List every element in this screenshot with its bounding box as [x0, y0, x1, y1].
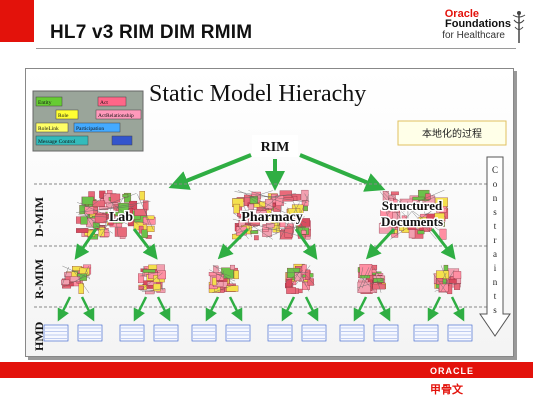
model-thumbnail [432, 264, 462, 295]
svg-text:i: i [494, 263, 497, 273]
rim-node: RIM [252, 135, 298, 157]
dmim-to-rmim-arrow [132, 228, 158, 260]
rmim-to-hmd-arrow [228, 296, 243, 322]
rmim-to-hmd-arrow [205, 296, 220, 322]
dmim-thumbnails [75, 189, 449, 241]
hmd-table [77, 324, 103, 342]
model-thumbnail [357, 264, 386, 294]
logo-brand: Oracle [444, 8, 479, 20]
slide-title: HL7 v3 RIM DIM RMIM [50, 22, 253, 43]
rmim-to-hmd-arrow [281, 296, 296, 322]
dmim-to-rmim-arrow [74, 228, 98, 260]
model-thumbnail [75, 190, 156, 240]
svg-text:Role: Role [58, 113, 69, 119]
model-thumbnail [138, 264, 166, 295]
svg-text:a: a [493, 249, 497, 259]
legend-item: ActRelationship [95, 109, 142, 120]
hmd-table [447, 324, 473, 342]
legend-item: Entity [35, 96, 63, 107]
model-thumbnail [232, 189, 311, 241]
level-label-dmim: D-MIM [32, 197, 46, 237]
dmim-to-rmim-arrow [294, 228, 318, 260]
level-label-hmd: HMD [32, 321, 46, 351]
svg-text:Entity: Entity [38, 100, 52, 106]
svg-text:n: n [493, 277, 498, 287]
hmd-table [301, 324, 327, 342]
logo-line1: Foundations [445, 18, 511, 30]
hmd-table [153, 324, 179, 342]
rmim-hmd-layer [43, 227, 473, 342]
rmim-to-hmd-arrow [450, 296, 465, 322]
legend-item: RoleLink [35, 122, 69, 133]
callout-text: 本地化的过程 [422, 127, 482, 140]
legend-item [111, 135, 133, 146]
rmim-to-hmd-arrow [353, 296, 368, 322]
localization-callout: 本地化的过程 [397, 120, 507, 146]
svg-text:t: t [494, 221, 497, 231]
diagram-heading: Static Model Hierachy [149, 81, 366, 107]
svg-text:RoleLink: RoleLink [38, 126, 59, 132]
model-thumbnail [285, 263, 315, 294]
hmd-table [191, 324, 217, 342]
title-divider [36, 48, 516, 49]
svg-text:C: C [492, 165, 498, 175]
dmim-to-rmim-arrow [365, 227, 396, 260]
svg-text:t: t [494, 291, 497, 301]
footer-bar [0, 362, 533, 378]
legend-item: Participation [73, 122, 121, 133]
rmim-to-hmd-arrow [376, 296, 391, 322]
rmim-to-hmd-arrow [156, 296, 171, 322]
model-thumbnail [378, 189, 449, 240]
hmd-table [225, 324, 251, 342]
hmd-table [119, 324, 145, 342]
svg-text:ActRelationship: ActRelationship [98, 113, 134, 119]
legend-item: Message Control [35, 135, 89, 146]
rmim-to-hmd-arrow [80, 296, 95, 322]
svg-text:r: r [494, 235, 497, 245]
dmim-to-rmim-arrow [217, 227, 250, 260]
corner-accent [0, 0, 34, 42]
svg-text:s: s [493, 207, 497, 217]
footer-chinese-brand: 甲骨文 [430, 383, 463, 396]
svg-text:Message Control: Message Control [38, 139, 76, 145]
dmim-to-rmim-arrow [430, 228, 456, 260]
model-thumbnail [208, 264, 239, 294]
logo-line2: for Healthcare [442, 30, 505, 41]
svg-text:Act: Act [100, 100, 108, 106]
svg-text:Participation: Participation [76, 126, 104, 132]
rmim-to-hmd-arrow [57, 296, 72, 322]
svg-text:n: n [493, 193, 498, 203]
hmd-table [339, 324, 365, 342]
hmd-table [43, 324, 69, 342]
model-thumbnail [61, 264, 92, 294]
dmim-label-lab: Lab [109, 210, 133, 225]
svg-text:s: s [493, 305, 497, 315]
legend-item: Act [97, 96, 127, 107]
svg-text:o: o [493, 179, 498, 189]
rim-arrows [168, 153, 386, 192]
hmd-table [413, 324, 439, 342]
rmim-to-hmd-arrow [133, 296, 148, 322]
level-label-rmim: R-MIM [32, 259, 46, 299]
oracle-foundations-logo: Oracle Foundations for Healthcare [407, 6, 527, 46]
rmim-to-hmd-arrow [427, 296, 442, 322]
footer-oracle-logo: ORACLE [430, 366, 474, 376]
rmim-to-hmd-arrow [304, 296, 319, 322]
hmd-table [373, 324, 399, 342]
rim-label: RIM [261, 140, 290, 155]
legend-item: Role [55, 109, 79, 120]
caduceus-icon [512, 11, 526, 43]
dmim-label-pharmacy: Pharmacy [241, 210, 302, 225]
hmd-table [267, 324, 293, 342]
level-separators [34, 183, 488, 308]
